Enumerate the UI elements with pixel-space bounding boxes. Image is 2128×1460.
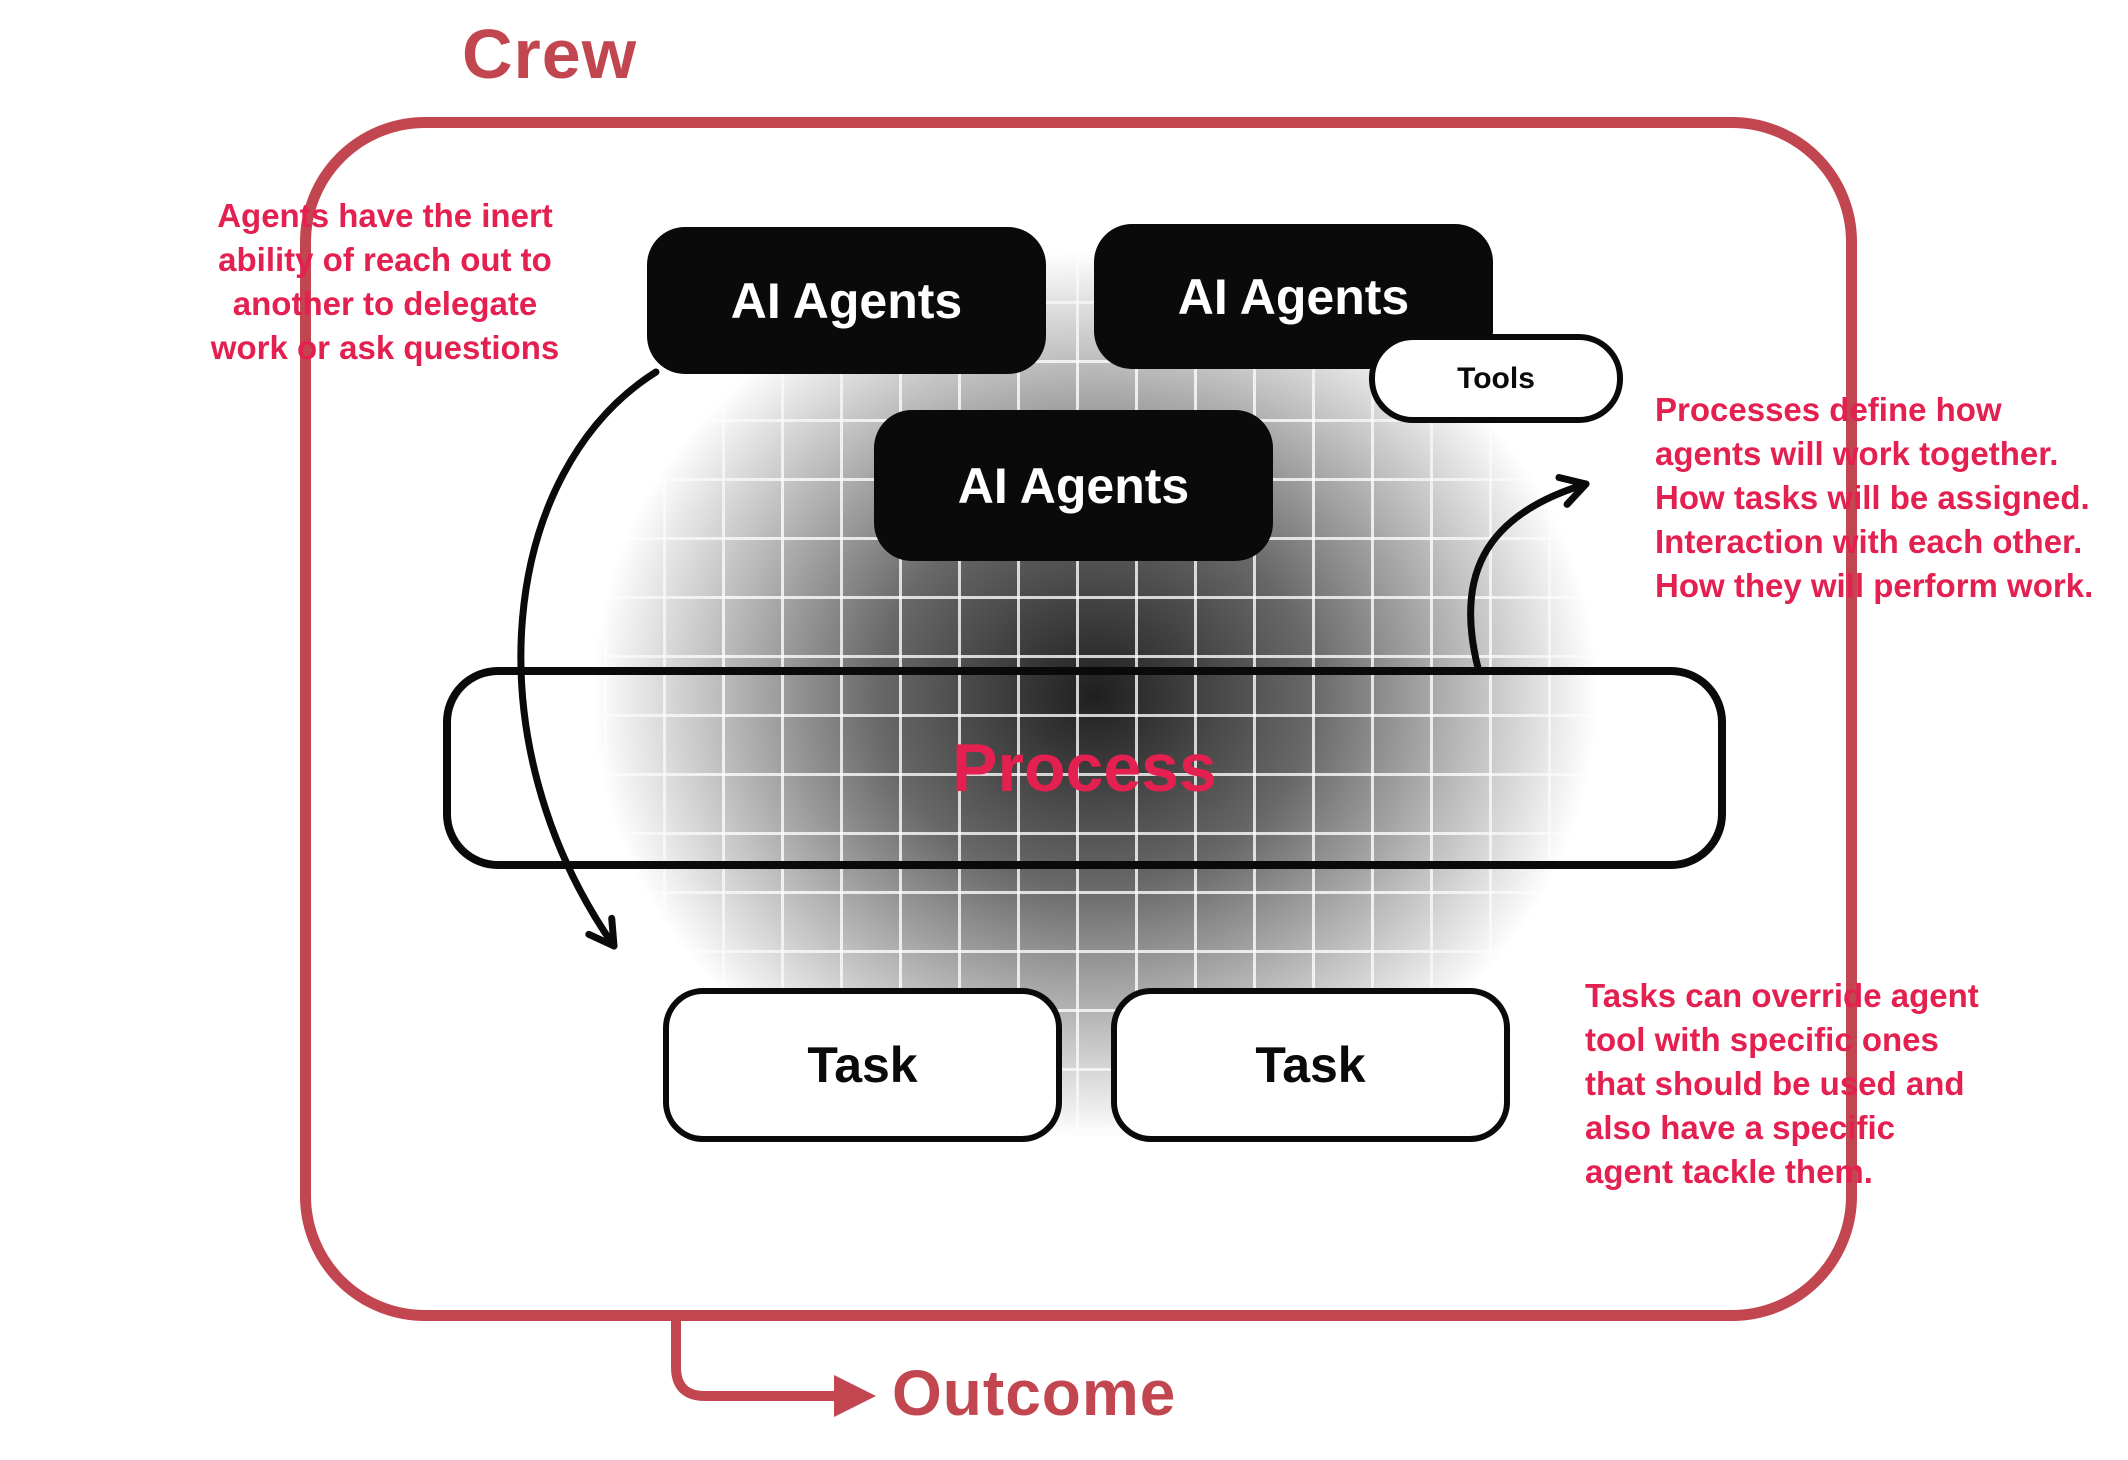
task-label-2: Task <box>1255 1037 1366 1093</box>
ai-agents-box-2: AI Agents <box>1094 224 1493 369</box>
crew-to-outcome-arrow <box>671 1313 839 1401</box>
crew-to-outcome-arrowhead <box>834 1375 876 1417</box>
process-annotation: Processes define how agents will work to… <box>1655 391 2094 604</box>
ai-agents-label-3: AI Agents <box>957 457 1190 514</box>
crew-frame <box>300 117 1857 1321</box>
task-box-2: Task <box>1111 988 1510 1142</box>
task-label-1: Task <box>807 1037 918 1093</box>
tools-label: Tools <box>1457 361 1535 395</box>
tools-box: Tools <box>1369 334 1623 423</box>
ai-agents-label-2: AI Agents <box>1177 268 1410 325</box>
process-to-note-arrow <box>1467 474 1590 672</box>
task-box-1: Task <box>663 988 1062 1142</box>
ai-agents-label-1: AI Agents <box>730 272 963 329</box>
agent-to-task-arrow <box>517 368 660 950</box>
process-box: Process <box>443 667 1726 869</box>
process-label: Process <box>952 730 1217 806</box>
outcome-label: Outcome <box>892 1357 1177 1429</box>
ai-agents-box-3: AI Agents <box>874 410 1273 561</box>
tasks-annotation: Tasks can override agent tool with speci… <box>1585 977 1979 1190</box>
crew-title: Crew <box>462 15 638 93</box>
ai-agents-box-1: AI Agents <box>647 227 1046 374</box>
agents-annotation: Agents have the inert ability of reach o… <box>210 197 560 366</box>
